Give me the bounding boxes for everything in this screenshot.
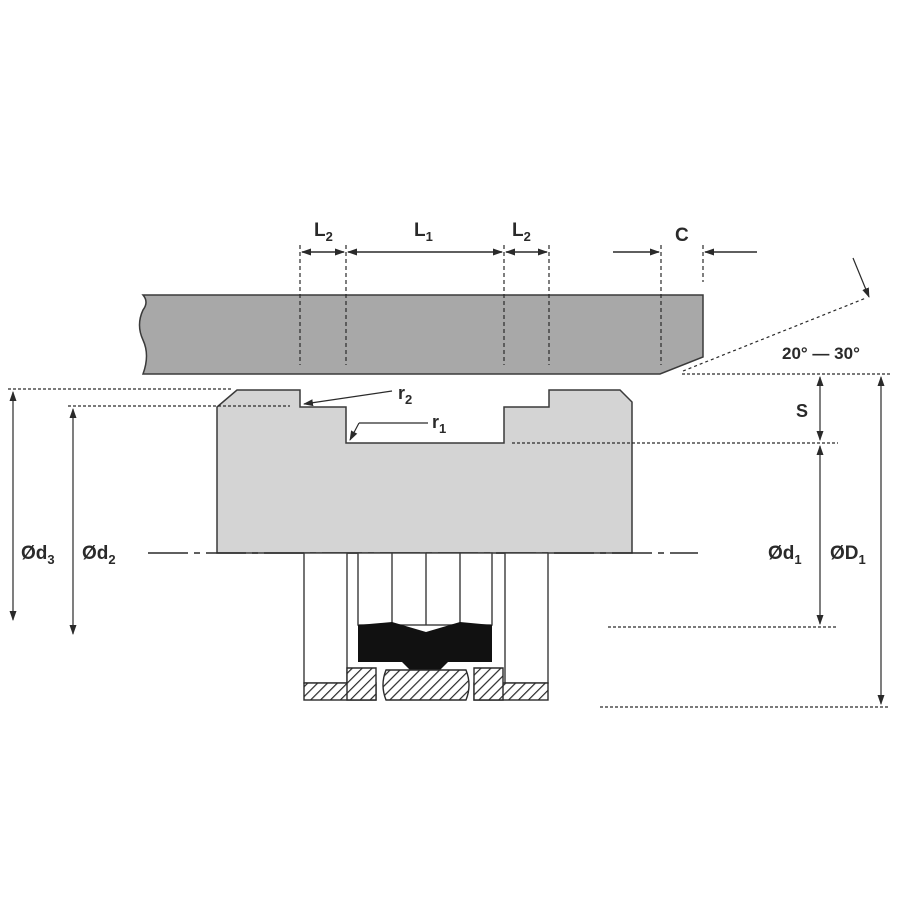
sealing-element xyxy=(358,622,492,670)
seal-assembly xyxy=(303,552,549,684)
label-D1-bg xyxy=(828,538,878,568)
chamfer-angle-indicator xyxy=(682,257,870,372)
label-d1: Ød1 xyxy=(768,543,802,567)
label-d1-bg xyxy=(768,538,814,568)
label-r2: r2 xyxy=(398,383,412,407)
piston-body xyxy=(216,389,633,554)
label-d2-bg xyxy=(78,538,134,568)
label-l1: L1 xyxy=(414,220,433,244)
right-diameter-guides xyxy=(512,376,890,708)
label-d3: Ød3 xyxy=(21,543,55,567)
hatched-base-parts xyxy=(303,667,549,701)
label-d2: Ød2 xyxy=(82,543,116,567)
left-diameter-guides xyxy=(8,388,290,635)
label-r1: r1 xyxy=(432,412,446,436)
label-l2-right: L2 xyxy=(512,220,531,244)
label-chamfer-angle: 20° — 30° xyxy=(782,344,860,363)
bore-dimension-guides xyxy=(299,245,704,365)
cylinder-bore-wall xyxy=(138,294,704,375)
label-D1: ØD1 xyxy=(830,543,866,567)
label-l2-left: L2 xyxy=(314,220,333,244)
label-s: S xyxy=(796,401,808,421)
label-c: C xyxy=(675,225,689,246)
radius-leaders xyxy=(303,390,428,441)
label-d3-bg xyxy=(18,538,66,568)
